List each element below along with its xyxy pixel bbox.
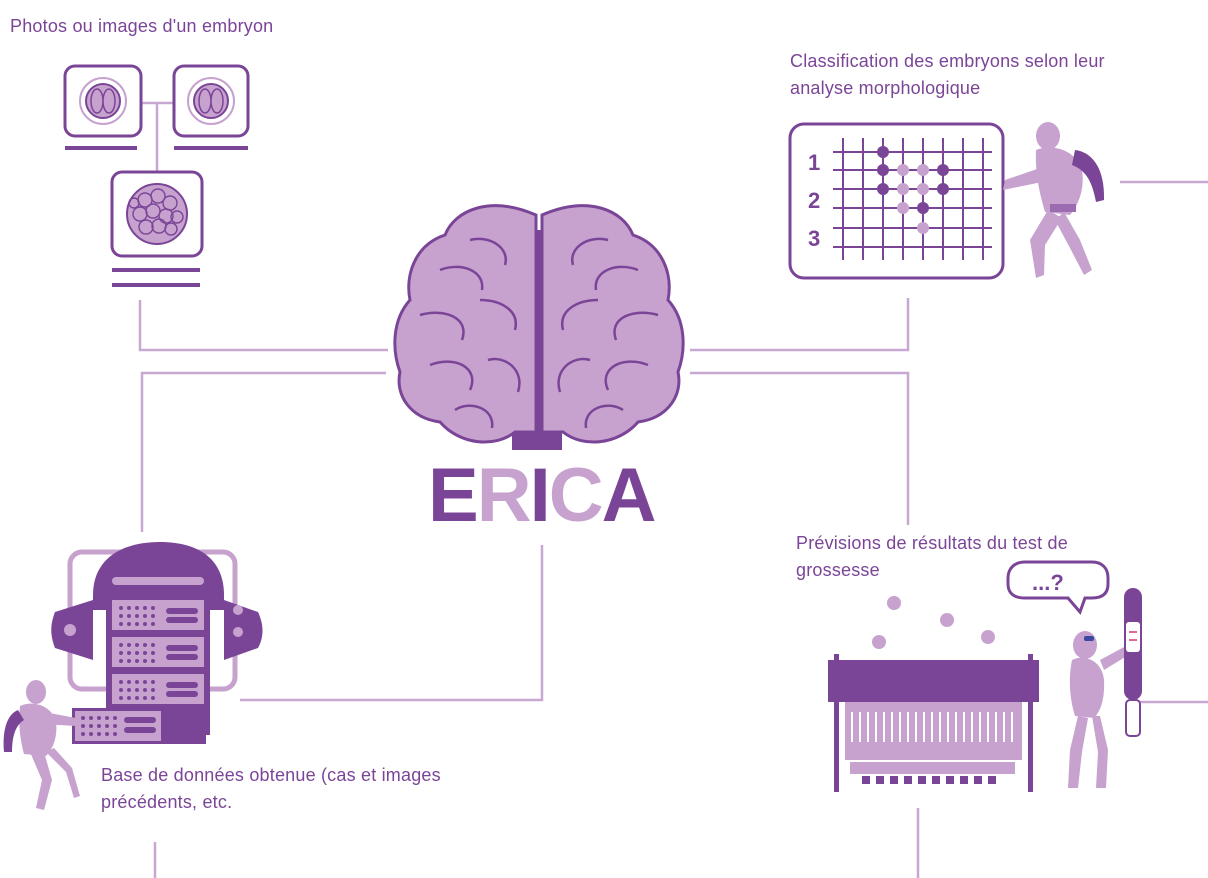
grid-dots <box>877 146 949 234</box>
embryo-photo-3 <box>110 170 204 287</box>
caption-database: Base de données obtenue (cas et images p… <box>101 765 441 812</box>
grid-row-label-3: 3 <box>808 226 820 251</box>
floating-dots <box>872 596 995 649</box>
speech-bubble-icon: ...? <box>1006 560 1110 615</box>
humanoid-figure-test <box>1068 588 1142 788</box>
speech-bubble-text: ...? <box>1032 570 1064 595</box>
humanoid-figure-pointing <box>1003 122 1105 278</box>
logo-letter-c: C <box>548 453 604 538</box>
grid-lines <box>833 138 992 260</box>
line-brain-classification <box>690 298 910 352</box>
logo-letter-a: A <box>601 453 657 538</box>
server-units <box>112 600 204 704</box>
logo-letter-i: I <box>529 453 551 538</box>
connector-lines <box>138 180 1208 878</box>
caption-classification: Classification des embryons selon leur a… <box>790 51 1105 98</box>
logo-letter-r: R <box>476 453 532 538</box>
line-brain-predictions <box>690 371 910 525</box>
erica-logo: E R I C A <box>428 456 664 536</box>
embryo-photo-1 <box>63 64 143 150</box>
server-drawer <box>72 708 206 744</box>
grid-row-label-1: 1 <box>808 150 820 175</box>
grid-row-label-2: 2 <box>808 188 820 213</box>
classification-grid-group: 1 2 3 <box>788 122 1005 280</box>
prediction-machine-icon <box>828 596 1039 792</box>
caption-predictions: Prévisions de résultats du test de gross… <box>796 533 1068 580</box>
brain-icon <box>393 204 685 450</box>
line-logo-database <box>240 545 544 702</box>
humanoid-figure-database <box>3 680 80 810</box>
embryo-photos-group <box>63 64 250 287</box>
line-photos-brain <box>138 300 388 352</box>
pregnancy-test-icon <box>1124 588 1142 737</box>
logo-letter-e: E <box>428 453 479 538</box>
embryo-photo-2 <box>172 64 250 150</box>
line-brain-database <box>140 371 386 532</box>
database-server-icon <box>51 542 263 744</box>
caption-photos: Photos ou images d'un embryon <box>10 16 274 36</box>
